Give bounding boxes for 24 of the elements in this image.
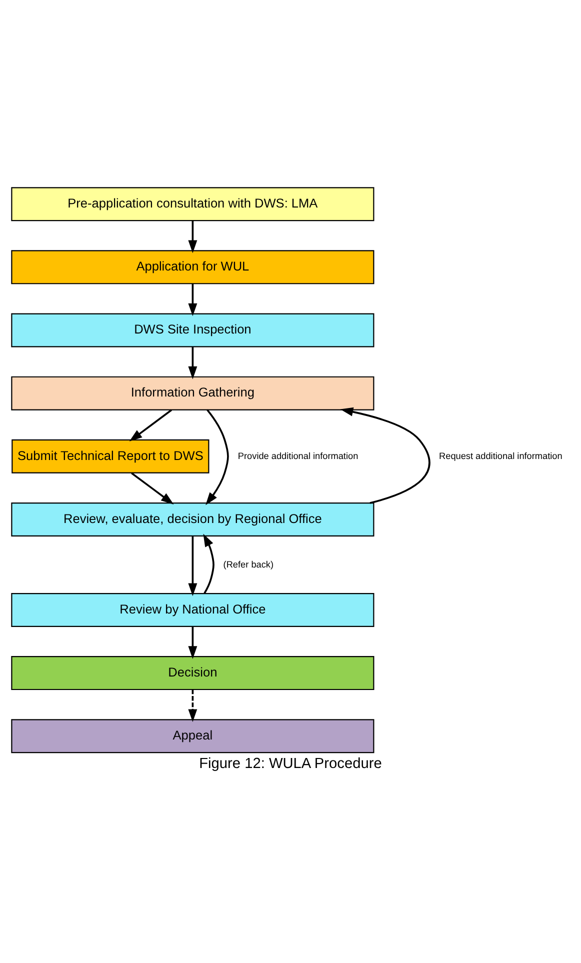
node-box: Submit Technical Report to DWS (12, 438, 210, 473)
node-box: Application for WUL (11, 250, 374, 284)
arrow (129, 408, 172, 441)
edge-label: (Refer back) (223, 558, 274, 569)
arrow (340, 406, 430, 504)
arrow (203, 533, 214, 594)
caption: Figure 12: WULA Procedure (199, 755, 382, 772)
edge-label: Request additional information (439, 450, 562, 461)
node-box: Decision (11, 656, 374, 690)
arrow (188, 626, 198, 658)
arrow (188, 220, 198, 253)
arrow (188, 283, 198, 316)
node-box: Information Gathering (11, 376, 374, 410)
node-box: Appeal (11, 718, 374, 753)
arrow (206, 408, 229, 505)
node-box: Pre-application consultation with DWS: LMA (11, 186, 374, 221)
arrow (131, 472, 174, 504)
node-box: Review by National Office (11, 592, 374, 626)
edge-label: Provide additional information (238, 450, 358, 461)
arrow (188, 689, 198, 722)
node-box: DWS Site Inspection (11, 312, 374, 347)
node-box: Review, evaluate, decision by Regional Office (11, 502, 374, 536)
arrow (188, 536, 198, 596)
arrow (188, 346, 198, 379)
